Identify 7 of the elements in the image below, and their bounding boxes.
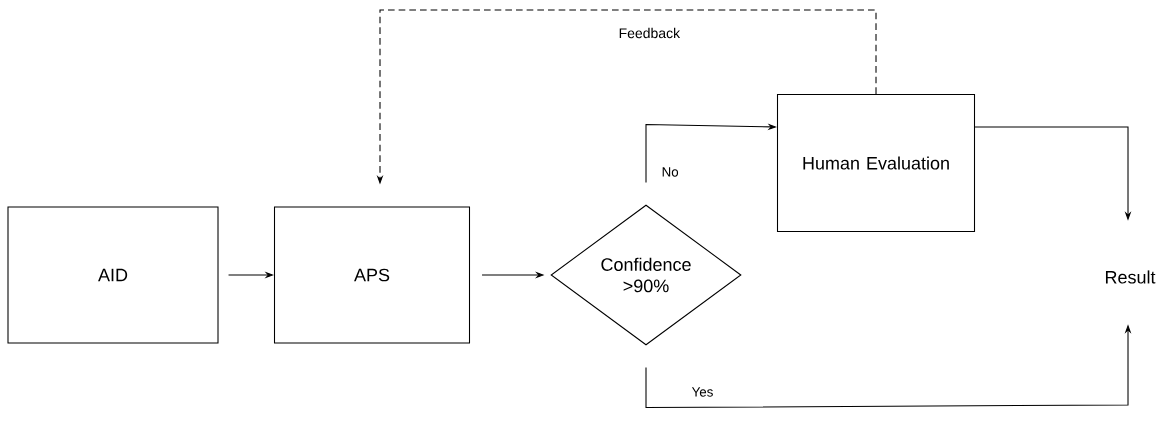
process-box: Human Evaluation (776, 93, 976, 233)
process-box: APS (273, 206, 471, 344)
process-box: AID (7, 206, 219, 344)
edge-label: Feedback (617, 26, 682, 40)
edge-label: Yes (690, 386, 715, 398)
result-text: Result (1106, 270, 1156, 284)
edge-label: No (660, 166, 680, 178)
